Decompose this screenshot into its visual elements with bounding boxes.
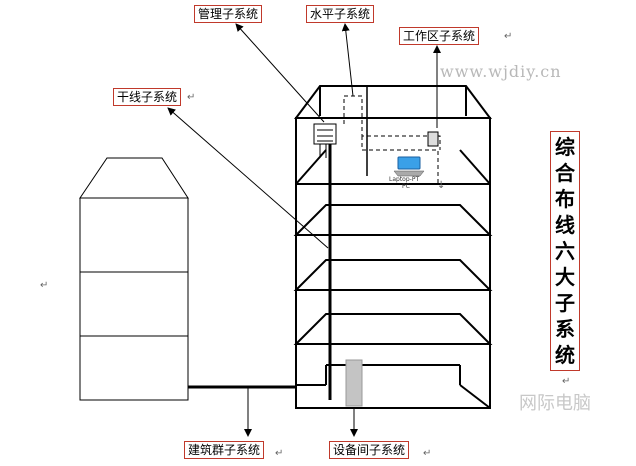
return-mark: ↵: [275, 448, 284, 459]
return-mark: ↵: [187, 92, 196, 103]
laptop: [393, 156, 425, 177]
title-char: 统: [555, 343, 575, 367]
laptop-model-label: Laptop-PT: [389, 176, 420, 183]
title-char: 综: [555, 135, 575, 159]
down-arrow-mark: ↓: [437, 180, 446, 191]
vertical-title: 综 合 布 线 六 大 子 系 统: [550, 131, 580, 371]
floor-slabs: [293, 204, 493, 409]
watermark-brand: 网际电脑: [519, 393, 591, 414]
wall-outlet: [427, 131, 439, 147]
title-char: 线: [555, 213, 575, 237]
title-char: 合: [555, 161, 575, 185]
title-char: 大: [555, 265, 575, 289]
label-management-subsystem: 管理子系统: [194, 5, 263, 23]
return-mark: ↵: [40, 280, 49, 291]
laptop-name-label: PC: [402, 183, 410, 190]
label-work-area-subsystem: 工作区子系统: [399, 27, 480, 45]
return-mark: ↵: [504, 31, 513, 42]
management-rack: [313, 123, 337, 158]
watermark-url: www.wjdiy.cn: [440, 62, 562, 81]
label-backbone-subsystem: 干线子系统: [113, 88, 182, 106]
pointer-arrows: [167, 23, 441, 437]
title-char: 六: [555, 239, 575, 263]
label-building-group-subsystem: 建筑群子系统: [184, 441, 265, 459]
label-equipment-room-subsystem: 设备间子系统: [329, 441, 410, 459]
equipment-cabinet: [345, 359, 363, 407]
label-horizontal-subsystem: 水平子系统: [306, 5, 375, 23]
return-mark: ↵: [423, 448, 432, 459]
adjacent-building: [79, 157, 189, 401]
title-char: 子: [555, 291, 575, 315]
title-char: 布: [555, 187, 575, 211]
horizontal-cabling: [343, 95, 441, 185]
title-char: 系: [555, 317, 575, 341]
return-mark: ↵: [562, 376, 571, 387]
